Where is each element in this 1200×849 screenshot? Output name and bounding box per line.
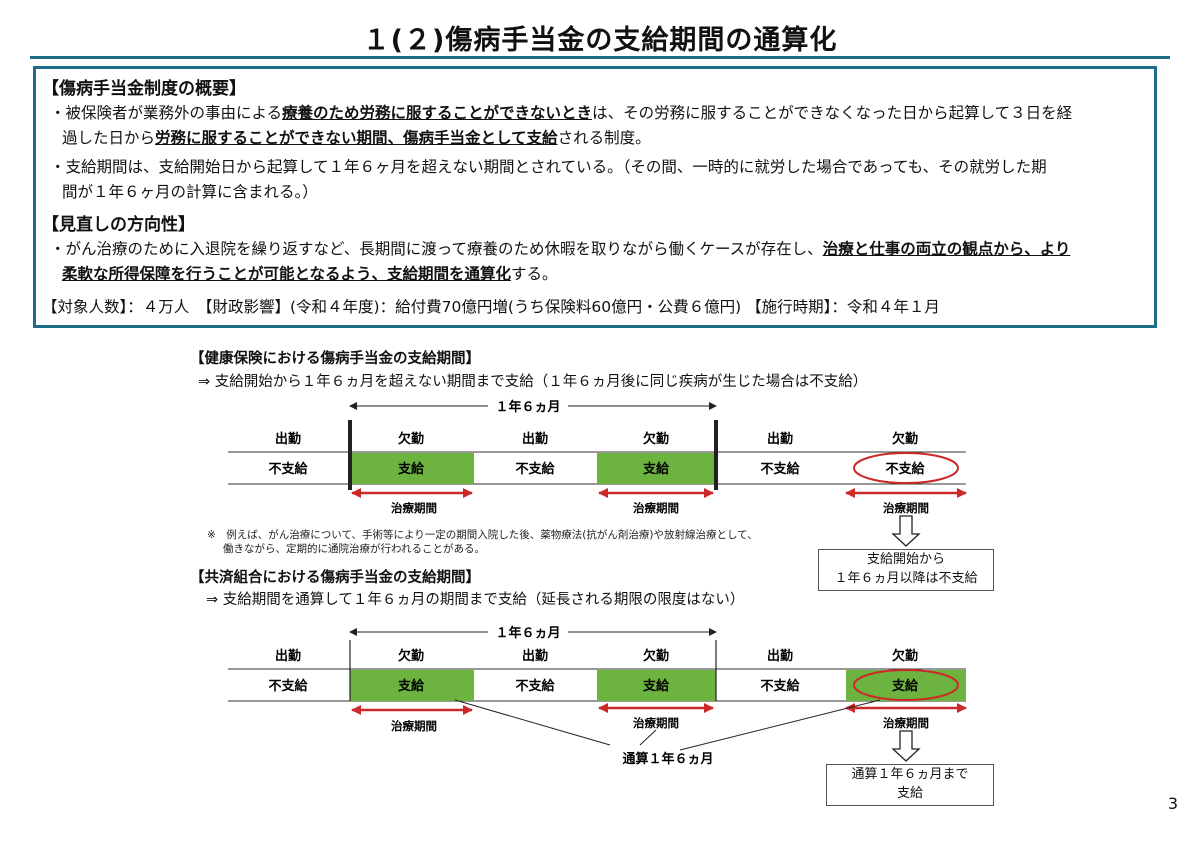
kyosai-bottom-cell-1: 支給 — [397, 678, 425, 694]
kyosai-down-arrow-icon — [891, 730, 921, 762]
kenpo-treat-label-2: 治療期間 — [633, 501, 679, 515]
kyosai-heading: 【共済組合における傷病手当金の支給期間】 — [190, 570, 480, 586]
kyosai-total-label: 通算１年６ヵ月 — [622, 751, 713, 767]
title-rule — [30, 56, 1170, 59]
kenpo-cell-paid-2 — [597, 453, 716, 484]
kenpo-bottom-cell-0: 不支給 — [268, 461, 308, 477]
kyosai-cell-paid-1 — [350, 670, 474, 701]
kyosai-top-cell-4: 出勤 — [767, 648, 793, 664]
kyosai-top-cell-2: 出勤 — [522, 648, 548, 664]
kyosai-top-cell-0: 出勤 — [275, 648, 301, 664]
kyosai-sum-line-1 — [454, 699, 611, 746]
page-number: 3 — [1167, 794, 1178, 813]
kenpo-treat-label-3: 治療期間 — [883, 501, 929, 515]
kyosai-sum-line-3 — [679, 699, 881, 751]
kenpo-description: ⇒ 支給開始から１年６ヵ月を超えない期間まで支給（１年６ヵ月後に同じ疾病が生じた… — [198, 374, 868, 390]
direction-bullet: ・がん治療のために入退院を繰り返すなど、長期間に渡って療養のため休暇を取りながら… — [50, 240, 1071, 283]
kenpo-down-arrow-icon — [891, 515, 921, 547]
kenpo-top-cell-3: 欠勤 — [643, 431, 669, 447]
kenpo-bottom-cell-3: 支給 — [642, 461, 670, 477]
page-title: １(２)傷病手当金の支給期間の通算化 — [362, 25, 838, 56]
kyosai-top-cell-1: 欠勤 — [398, 648, 424, 664]
overview-bullet-1: ・被保険者が業務外の事由による療養のため労務に服することができないときは、その労… — [50, 104, 1073, 147]
kyosai-cell-paid-2 — [597, 670, 716, 701]
kyosai-treat-label-2: 治療期間 — [633, 716, 679, 730]
kenpo-cell-paid-1 — [350, 453, 474, 484]
kyosai-highlight-ring — [853, 669, 959, 701]
kyosai-description: ⇒ 支給期間を通算して１年６ヵ月の期間まで支給（延長される期限の限度はない） — [206, 592, 745, 608]
kyosai-bottom-cell-0: 不支給 — [268, 678, 308, 694]
kyosai-bottom-cell-3: 支給 — [642, 678, 670, 694]
kyosai-top-cell-3: 欠勤 — [643, 648, 669, 664]
kenpo-top-cell-1: 欠勤 — [398, 431, 424, 447]
overview-box: 【傷病手当金制度の概要】 ・被保険者が業務外の事由による療養のため労務に服するこ… — [33, 66, 1157, 328]
kenpo-bottom-cell-5: 不支給 — [885, 461, 925, 477]
kenpo-bottom-cell-4: 不支給 — [760, 461, 800, 477]
kyosai-treat-label-1: 治療期間 — [391, 719, 437, 733]
kenpo-top-cell-4: 出勤 — [767, 431, 793, 447]
kenpo-top-cell-0: 出勤 — [275, 431, 301, 447]
kyosai-callout-box: 通算１年６ヵ月まで 支給 — [826, 764, 994, 806]
footnote: ※ 例えば、がん治療について、手術等により一定の期間入院した後、薬物療法(抗がん… — [207, 529, 758, 555]
kyosai-bottom-cell-4: 不支給 — [760, 678, 800, 694]
kenpo-treat-label-1: 治療期間 — [391, 501, 437, 515]
kyosai-bottom-cell-2: 不支給 — [515, 678, 555, 694]
kyosai-period-label: １年６ヵ月 — [495, 625, 560, 641]
kenpo-top-cell-5: 欠勤 — [892, 431, 918, 447]
overview-heading: 【傷病手当金制度の概要】 — [42, 79, 246, 99]
kenpo-top-cell-2: 出勤 — [522, 431, 548, 447]
kenpo-highlight-ring — [853, 452, 959, 484]
kyosai-treat-label-3: 治療期間 — [883, 716, 929, 730]
kenpo-bottom-cell-2: 不支給 — [515, 461, 555, 477]
overview-bullet-2: ・支給期間は、支給開始日から起算して１年６ヶ月を超えない期間とされている。（その… — [50, 158, 1047, 201]
kyosai-top-cell-5: 欠勤 — [892, 648, 918, 664]
kenpo-callout-box: 支給開始から １年６ヵ月以降は不支給 — [818, 549, 994, 591]
kyosai-sum-line-2 — [639, 729, 657, 746]
kenpo-heading: 【健康保険における傷病手当金の支給期間】 — [190, 351, 480, 367]
direction-heading: 【見直しの方向性】 — [42, 215, 195, 235]
kyosai-period-label-bg — [488, 624, 568, 640]
summary-line: 【対象人数】：４万人 【財政影響】(令和４年度)：給付費70億円増(うち保険料6… — [42, 298, 940, 316]
kenpo-period-label: １年６ヵ月 — [495, 399, 560, 415]
kenpo-period-label-bg — [488, 398, 568, 414]
kyosai-bottom-cell-5: 支給 — [891, 678, 919, 694]
kenpo-bottom-cell-1: 支給 — [397, 461, 425, 477]
